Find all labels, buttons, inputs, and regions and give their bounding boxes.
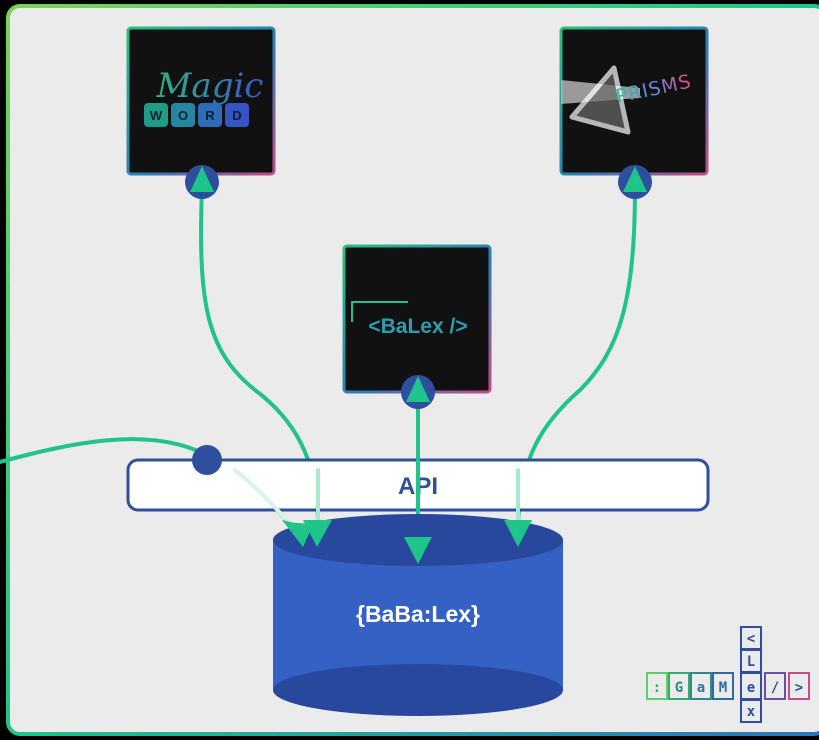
- balex-title: <BaLex />: [368, 315, 467, 338]
- balex-port[interactable]: [401, 375, 435, 409]
- svg-text:R: R: [205, 108, 215, 123]
- balex-app[interactable]: <BaLex />: [342, 244, 492, 394]
- logo-column: [740, 626, 762, 723]
- svg-text::: :: [653, 680, 661, 696]
- svg-text:L: L: [747, 654, 755, 670]
- svg-text:/: /: [771, 680, 779, 696]
- prisms-port[interactable]: [618, 165, 652, 199]
- svg-text:e: e: [747, 680, 755, 696]
- svg-text:x: x: [747, 704, 756, 720]
- magic-word-title: Magic: [156, 66, 264, 106]
- svg-text:G: G: [675, 680, 683, 696]
- external-node-dot[interactable]: [192, 445, 222, 475]
- svg-text:>: >: [795, 680, 803, 696]
- balex-bracket-icon: [351, 301, 408, 322]
- magic-word-app[interactable]: Magic W O R D: [126, 26, 276, 176]
- svg-text:M: M: [719, 680, 727, 696]
- arrowhead-into-db-3: [504, 520, 532, 547]
- database-label: {BaBa:Lex}: [356, 601, 480, 627]
- prisms-app[interactable]: PRISMS: [559, 26, 709, 176]
- svg-text:W: W: [150, 108, 163, 123]
- arrowhead-into-db-2: [404, 537, 432, 564]
- magic-word-tiles: W O R D: [144, 103, 249, 127]
- magic-word-port[interactable]: [185, 165, 219, 199]
- svg-text:O: O: [178, 108, 188, 123]
- arrowheads: [282, 520, 532, 564]
- prism-triangle-icon: [569, 65, 631, 135]
- svg-text:a: a: [697, 680, 705, 696]
- logo-row: [646, 672, 810, 700]
- svg-text:D: D: [232, 108, 241, 123]
- gamelex-logo: : G a M e / > < L x: [646, 626, 810, 723]
- svg-text:<: <: [747, 631, 755, 647]
